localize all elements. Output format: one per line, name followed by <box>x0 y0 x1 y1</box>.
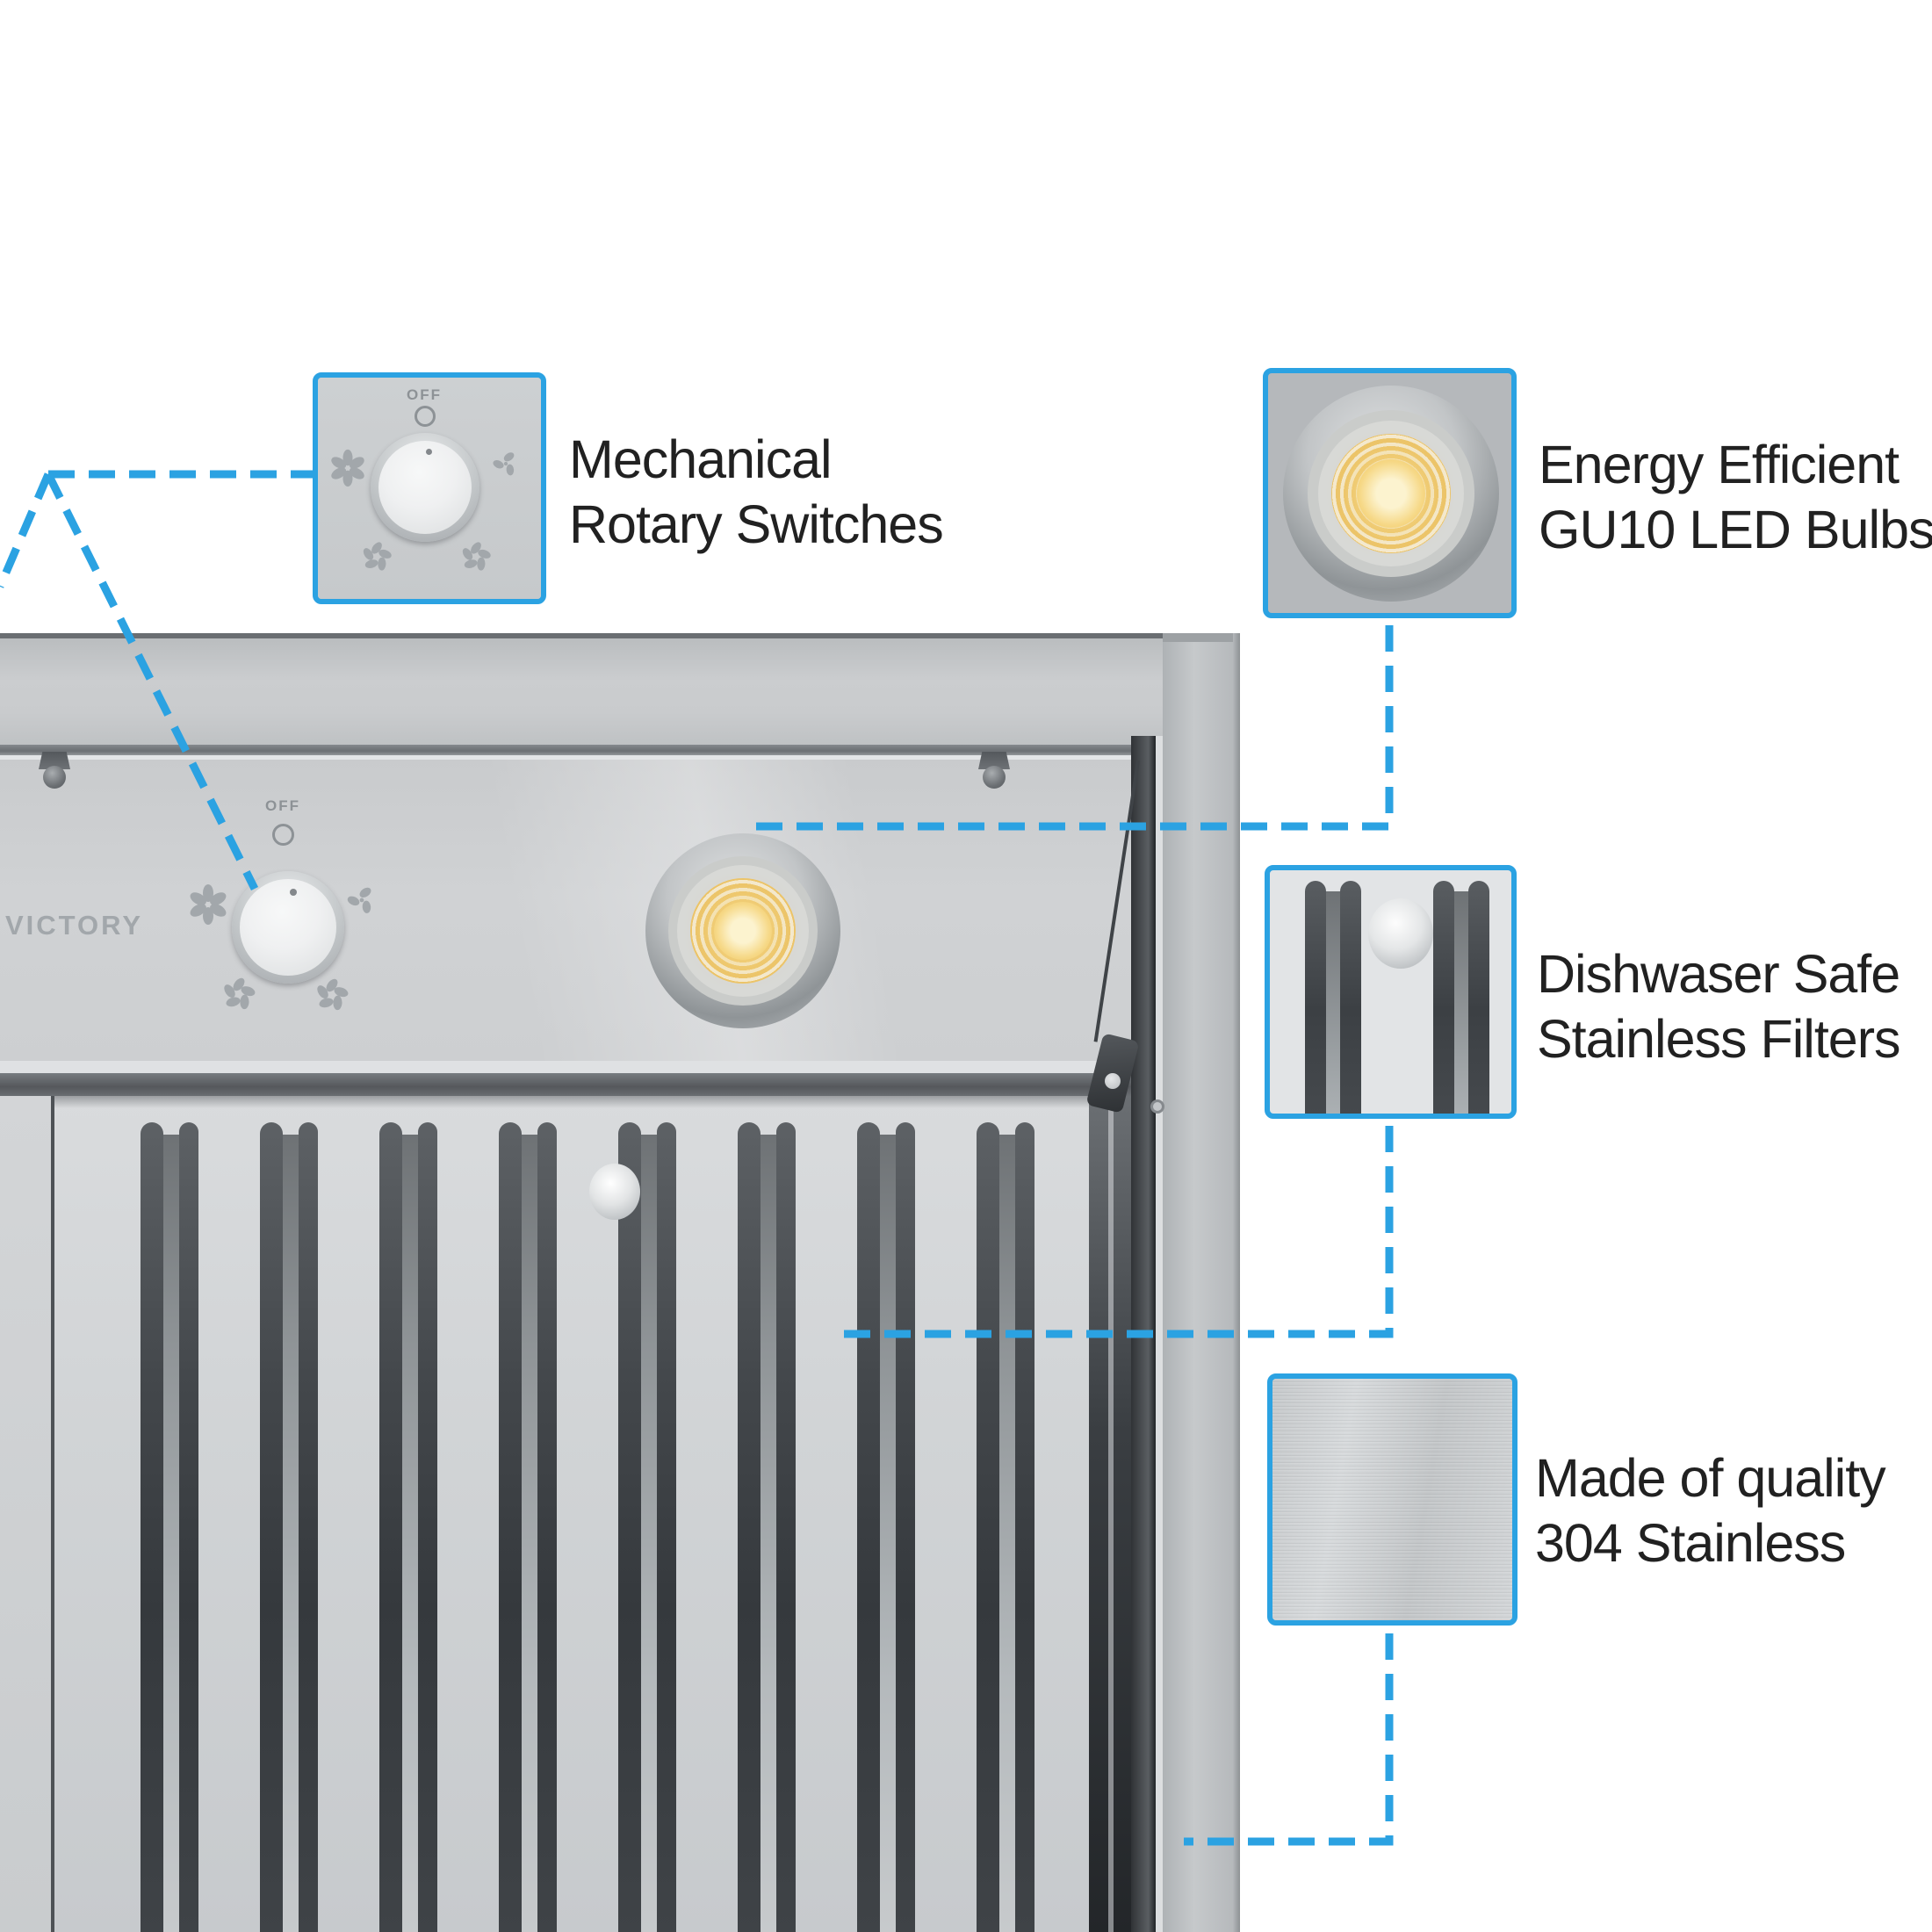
baffle-slot-group <box>977 1122 1034 1932</box>
knob-pointer-dot <box>290 889 297 896</box>
feature-label-rotary: Mechanical Rotary Switches <box>569 429 944 554</box>
off-position-label: OFF <box>407 386 442 403</box>
baffle-slot-group <box>738 1122 796 1932</box>
baffle-slot-group <box>618 1122 676 1932</box>
baffle-filter-area <box>0 1096 1131 1932</box>
frame-inner-edge <box>1131 736 1156 1932</box>
hood-seam-highlight <box>0 755 1131 760</box>
filter-left-edge <box>0 1096 51 1932</box>
gu10-led-thumbnail <box>1268 373 1511 613</box>
hood-outer-edge <box>1233 633 1240 1932</box>
off-position-label: OFF <box>265 797 300 814</box>
bracket-hole-icon <box>1105 1073 1121 1089</box>
baffle-slot-group <box>379 1122 437 1932</box>
gu10-led-lamp <box>645 833 840 1028</box>
callout-led-bulb <box>1263 368 1517 618</box>
panel-bottom-lip <box>0 1061 1131 1073</box>
fan-speed-icon <box>328 449 367 487</box>
fan-speed-icon <box>359 539 394 574</box>
hood-right-frame <box>1163 638 1233 1932</box>
stainless-sheet-thumbnail <box>1272 1379 1512 1620</box>
fan-speed-icon <box>187 883 229 926</box>
mounting-screw-icon <box>975 752 1013 794</box>
baffle-slot-group <box>1433 881 1489 1114</box>
filter-rivet-knob <box>1368 898 1433 969</box>
baffle-slot-group <box>1305 881 1361 1114</box>
rotary-switch-knob <box>232 871 344 984</box>
baffle-filter-thumbnail <box>1270 870 1511 1114</box>
callout-304-stainless <box>1267 1373 1517 1626</box>
mounting-screw-icon <box>35 752 74 794</box>
hood-top-edge <box>0 633 1240 638</box>
fan-speed-icon <box>491 449 521 479</box>
filter-rivet-knob <box>589 1164 640 1220</box>
baffle-slot-group <box>499 1122 557 1932</box>
rotary-switch-knob <box>371 433 479 542</box>
fan-speed-icon <box>313 976 351 1014</box>
fan-speed-icon <box>345 883 378 917</box>
feature-label-filters: Dishwaser Safe Stainless Filters <box>1537 944 1901 1069</box>
frame-screw-hole-icon <box>1150 1099 1164 1114</box>
hood-top-frame-band <box>0 638 1240 745</box>
knob-pointer-dot <box>426 449 432 455</box>
off-position-marker-icon <box>415 406 436 427</box>
callout-stainless-filters <box>1265 865 1517 1119</box>
fan-speed-icon <box>458 539 494 574</box>
feature-label-stainless: Made of quality 304 Stainless <box>1535 1448 1886 1573</box>
feature-label-led: Energy Efficient GU10 LED Bulbs <box>1539 435 1932 559</box>
fan-speed-icon <box>220 975 258 1013</box>
baffle-slot-group <box>141 1122 198 1932</box>
rotary-switch-thumbnail: OFF <box>318 378 541 599</box>
callout-rotary-switch: OFF <box>313 372 546 604</box>
hood-seam-groove <box>0 745 1131 755</box>
filter-recess-edge <box>0 1073 1131 1096</box>
brand-logo: VICTORY <box>5 910 144 941</box>
baffle-slot-group <box>857 1122 915 1932</box>
gu10-led-lamp <box>1283 386 1499 602</box>
off-position-marker-icon <box>272 824 294 846</box>
baffle-slot-group <box>260 1122 318 1932</box>
